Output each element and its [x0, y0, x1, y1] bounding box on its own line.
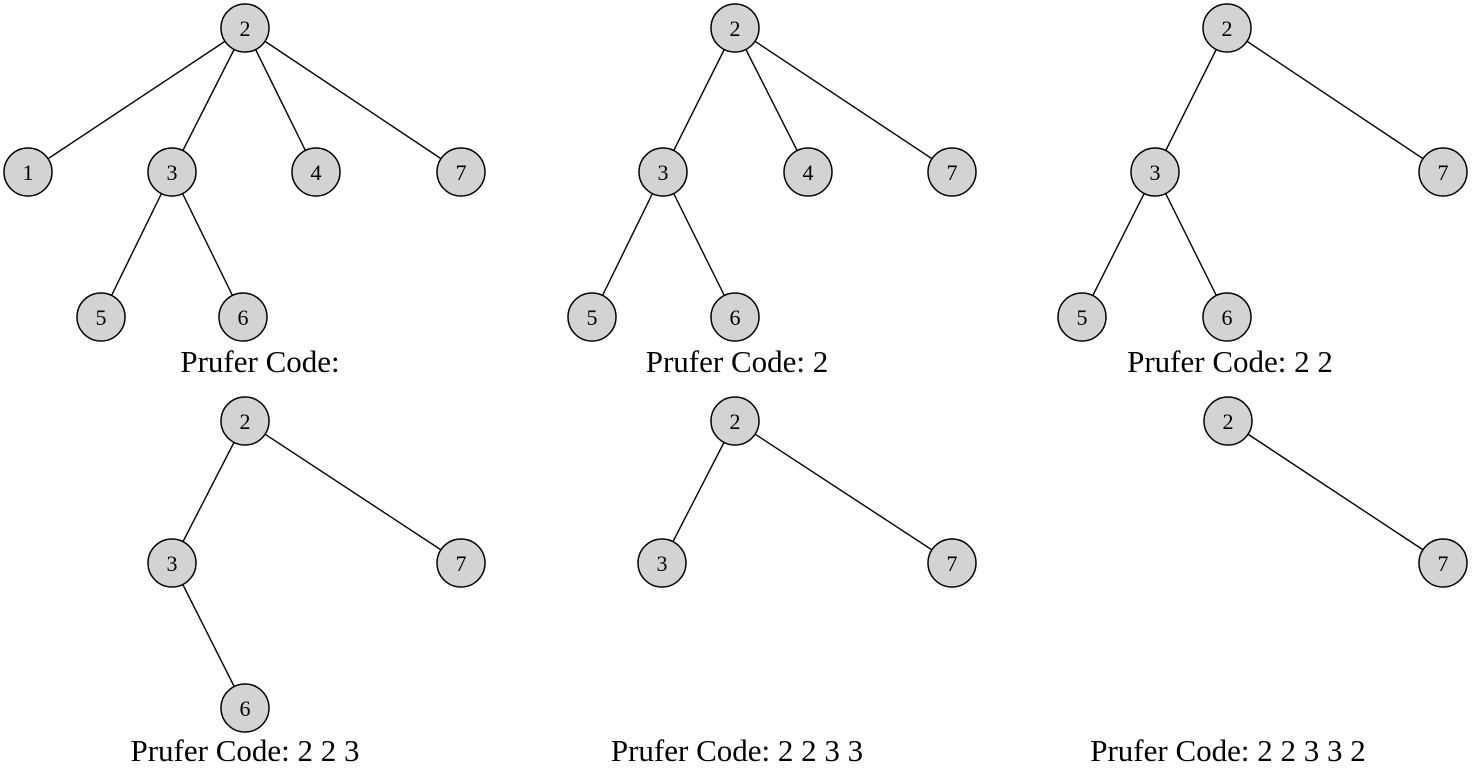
tree-edge-3-5 [1081, 171, 1156, 318]
tree-edge-2-1 [27, 27, 246, 173]
tree-node-label: 3 [167, 551, 178, 576]
tree-edge-3-5 [591, 171, 664, 318]
tree-node-label: 2 [730, 16, 741, 41]
tree-node-4 [291, 147, 341, 197]
tree-node-label: 2 [1223, 409, 1234, 434]
tree-node-3 [638, 147, 688, 197]
tree-edge-2-7 [1226, 27, 1444, 173]
tree-node-label: 6 [238, 305, 249, 330]
tree-edge-2-4 [244, 27, 317, 173]
tree-node-label: 3 [657, 551, 668, 576]
tree-node-label: 7 [456, 160, 467, 185]
tree-edge-2-7 [734, 420, 953, 564]
tree-edge-2-3 [661, 420, 736, 564]
tree-node-4 [783, 147, 833, 197]
tree-edge-3-5 [100, 171, 173, 318]
tree-node-2 [1202, 3, 1252, 53]
tree-node-6 [220, 683, 270, 733]
tree-node-label: 7 [947, 551, 958, 576]
tree-edge-2-7 [1227, 420, 1444, 564]
tree-node-7 [436, 538, 486, 588]
tree-node-label: 6 [730, 305, 741, 330]
tree-node-6 [218, 292, 268, 342]
tree-node-7 [927, 538, 977, 588]
tree-node-3 [1130, 147, 1180, 197]
tree-node-5 [1057, 292, 1107, 342]
tree-edge-2-3 [171, 27, 246, 173]
panel-caption: Prufer Code: 2 2 3 [130, 733, 359, 768]
tree-node-1 [3, 147, 53, 197]
tree-edge-2-3 [1154, 27, 1228, 173]
tree-node-label: 7 [947, 160, 958, 185]
tree-node-7 [1418, 538, 1468, 588]
tree-edge-2-7 [734, 27, 953, 173]
tree-node-3 [637, 538, 687, 588]
tree-node-label: 2 [240, 16, 251, 41]
tree-edge-3-6 [171, 562, 246, 709]
panel-caption: Prufer Code: 2 2 [1127, 344, 1333, 379]
tree-edge-2-7 [244, 420, 462, 564]
tree-node-2 [220, 396, 270, 446]
tree-node-label: 3 [658, 160, 669, 185]
tree-node-label: 4 [803, 160, 814, 185]
tree-node-7 [1418, 147, 1468, 197]
tree-node-label: 3 [1150, 160, 1161, 185]
tree-node-2 [1203, 396, 1253, 446]
tree-node-label: 2 [1222, 16, 1233, 41]
tree-node-7 [927, 147, 977, 197]
tree-node-label: 7 [456, 551, 467, 576]
tree-node-3 [147, 538, 197, 588]
tree-edge-3-6 [1154, 171, 1228, 318]
tree-node-6 [1202, 292, 1252, 342]
tree-edge-3-6 [662, 171, 736, 318]
tree-node-5 [567, 292, 617, 342]
tree-node-label: 2 [240, 409, 251, 434]
tree-node-2 [220, 3, 270, 53]
tree-node-label: 6 [240, 696, 251, 721]
tree-node-label: 2 [730, 409, 741, 434]
tree-node-2 [710, 3, 760, 53]
tree-node-label: 5 [587, 305, 598, 330]
tree-node-6 [710, 292, 760, 342]
panel-caption: Prufer Code: 2 2 3 3 2 [1090, 733, 1366, 768]
panel-caption: Prufer Code: 2 2 3 3 [611, 733, 863, 768]
tree-node-label: 5 [1077, 305, 1088, 330]
tree-node-label: 7 [1438, 551, 1449, 576]
tree-edge-2-7 [244, 27, 462, 173]
panel-caption: Prufer Code: [180, 344, 339, 379]
tree-edge-2-3 [171, 420, 246, 564]
tree-node-2 [710, 396, 760, 446]
tree-node-label: 6 [1222, 305, 1233, 330]
tree-node-label: 1 [23, 160, 34, 185]
tree-edge-2-3 [662, 27, 736, 173]
tree-node-label: 5 [96, 305, 107, 330]
tree-edge-2-4 [734, 27, 809, 173]
tree-node-label: 4 [311, 160, 322, 185]
tree-node-7 [436, 147, 486, 197]
tree-node-5 [76, 292, 126, 342]
tree-node-label: 7 [1438, 160, 1449, 185]
tree-node-3 [147, 147, 197, 197]
tree-edge-3-6 [171, 171, 244, 318]
tree-node-label: 3 [167, 160, 178, 185]
panel-caption: Prufer Code: 2 [646, 344, 829, 379]
